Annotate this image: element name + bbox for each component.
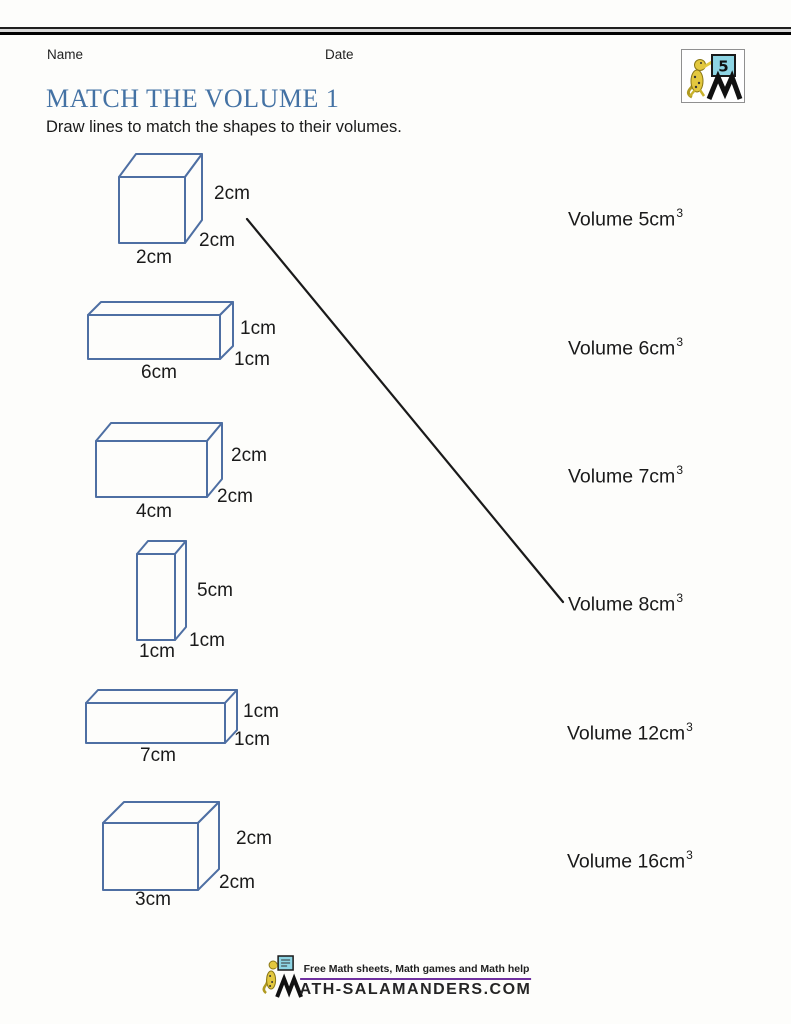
- page-title: MATCH THE VOLUME 1: [46, 84, 340, 113]
- grade-badge: 5: [711, 54, 736, 77]
- footer-m-logo-icon: [274, 973, 303, 998]
- shape-cuboid-7x1x1: [85, 689, 238, 744]
- math-salamanders-logo: 5: [681, 49, 745, 103]
- volume-exponent: 3: [676, 335, 683, 349]
- volume-text: Volume 8cm: [568, 593, 676, 616]
- dimension-label: 2cm: [219, 872, 255, 893]
- volume-option-0: Volume 5cm3: [568, 206, 683, 232]
- cuboid-face: [85, 689, 238, 704]
- shape-cuboid-2x2x2: [118, 153, 203, 244]
- match-line: [245, 217, 565, 604]
- shape-cuboid-1x1x5: [136, 540, 187, 641]
- volume-exponent: 3: [686, 848, 693, 862]
- cuboid-face: [95, 422, 223, 442]
- volume-text: Volume 7cm: [568, 465, 676, 488]
- cuboid-face: [102, 822, 199, 891]
- top-double-rule: [0, 27, 791, 35]
- shape-cuboid-4x2x2: [95, 422, 223, 498]
- cuboid-face: [87, 301, 234, 316]
- volume-exponent: 3: [676, 463, 683, 477]
- volume-option-4: Volume 12cm3: [567, 720, 693, 746]
- dimension-label: 1cm: [234, 349, 270, 370]
- volume-option-1: Volume 6cm3: [568, 335, 683, 361]
- dimension-label: 2cm: [199, 230, 235, 251]
- instruction-text: Draw lines to match the shapes to their …: [46, 118, 402, 136]
- volume-text: Volume 12cm: [567, 722, 686, 745]
- dimension-label: 1cm: [189, 630, 225, 651]
- cuboid-face: [95, 440, 208, 498]
- volume-option-5: Volume 16cm3: [567, 848, 693, 874]
- salamander-icon: [686, 59, 713, 99]
- dimension-label: 2cm: [231, 445, 267, 466]
- dimension-label: 1cm: [139, 641, 175, 662]
- volume-text: Volume 16cm: [567, 850, 686, 873]
- dimension-label: 3cm: [135, 889, 171, 910]
- volume-exponent: 3: [676, 591, 683, 605]
- footer-site-text: ATH-SALAMANDERS.COM: [299, 981, 532, 998]
- cuboid-face: [118, 176, 186, 244]
- cuboid-face: [174, 540, 187, 641]
- date-field-label: Date: [325, 47, 354, 62]
- volume-text: Volume 6cm: [568, 337, 676, 360]
- svg-text:5: 5: [718, 58, 728, 76]
- volume-option-3: Volume 8cm3: [568, 591, 683, 617]
- dimension-label: 2cm: [236, 828, 272, 849]
- dimension-label: 2cm: [136, 247, 172, 268]
- cuboid-face: [87, 314, 221, 360]
- dimension-label: 2cm: [217, 486, 253, 507]
- dimension-label: 1cm: [234, 729, 270, 750]
- footer-branding: Free Math sheets, Math games and Math he…: [260, 951, 532, 999]
- footer-tagline: Free Math sheets, Math games and Math he…: [299, 963, 532, 980]
- volume-text: Volume 5cm: [568, 208, 676, 231]
- footer-salamander-icon: [262, 955, 303, 998]
- volume-exponent: 3: [676, 206, 683, 220]
- volume-exponent: 3: [686, 720, 693, 734]
- shape-cuboid-6x1x1: [87, 301, 234, 360]
- dimension-label: 2cm: [214, 183, 250, 204]
- dimension-label: 6cm: [141, 362, 177, 383]
- m-logo-icon: [706, 70, 743, 100]
- dimension-label: 7cm: [140, 745, 176, 766]
- volume-option-2: Volume 7cm3: [568, 463, 683, 489]
- cuboid-face: [85, 702, 226, 744]
- name-field-label: Name: [47, 47, 84, 62]
- dimension-label: 1cm: [240, 318, 276, 339]
- footer-site-name: ATH-SALAMANDERS.COM: [300, 981, 532, 999]
- dimension-label: 5cm: [197, 580, 233, 601]
- dimension-label: 4cm: [136, 501, 172, 522]
- salamander-logo-graphic: 5: [686, 54, 743, 100]
- cuboid-face: [136, 553, 176, 641]
- dimension-label: 1cm: [243, 701, 279, 722]
- shape-cuboid-3x2x2: [102, 801, 220, 891]
